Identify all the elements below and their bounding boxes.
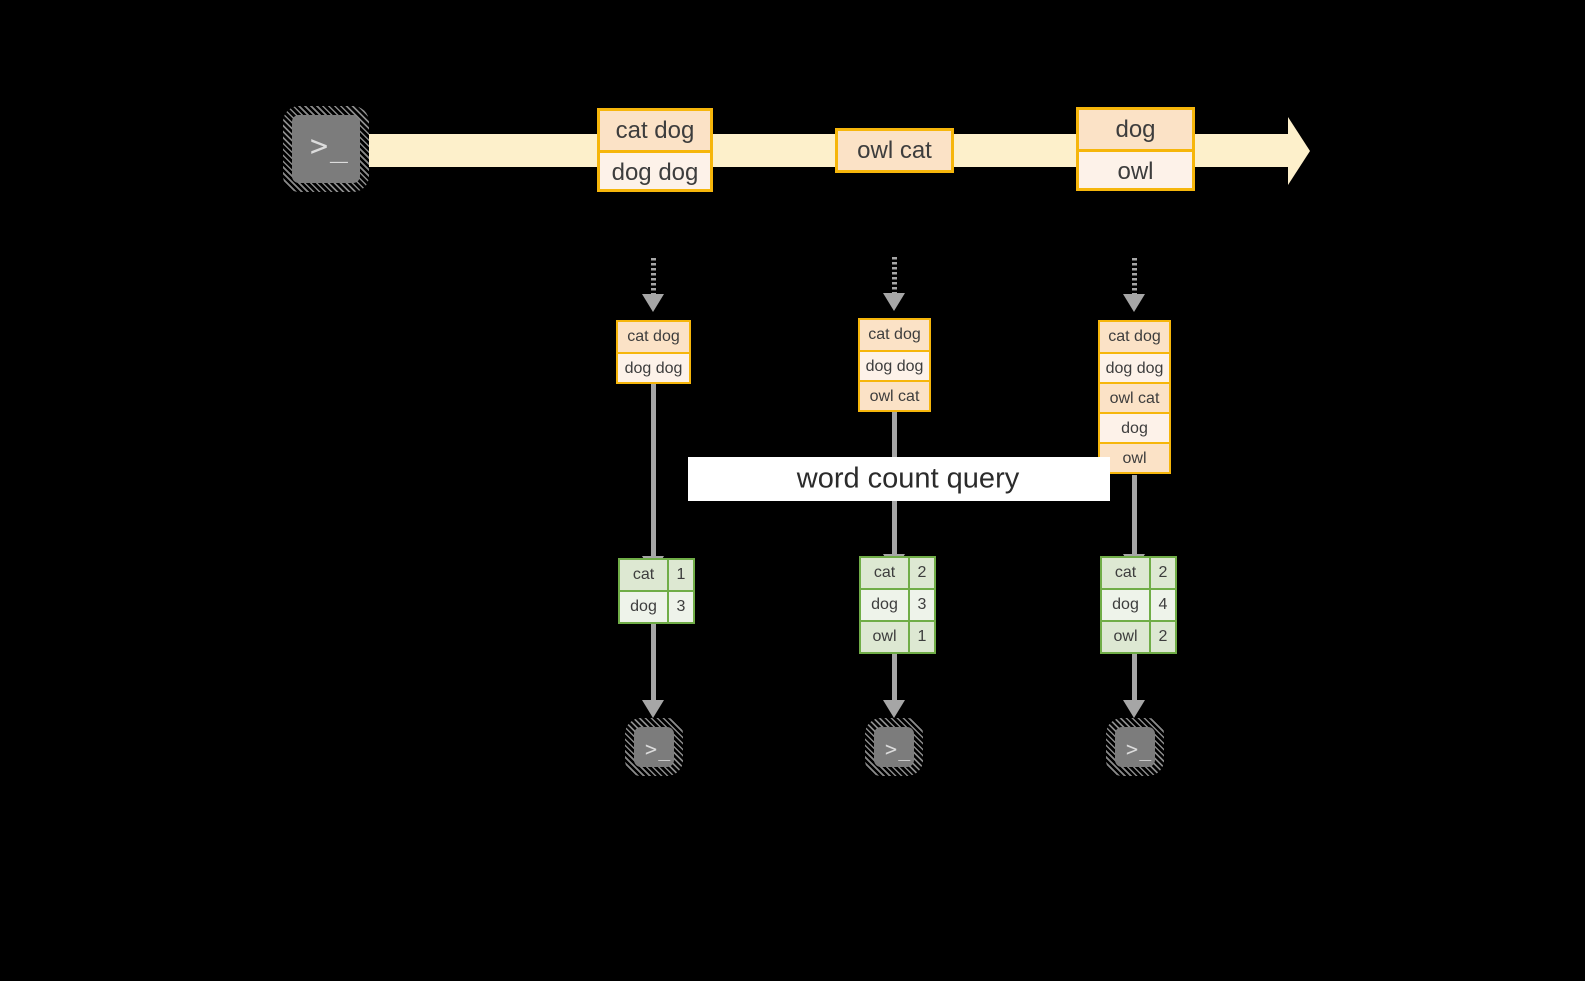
- result-count: 4: [1149, 590, 1175, 620]
- trigger-connector-line: [892, 257, 897, 301]
- sink-connector-line: [1132, 650, 1137, 712]
- stream-batch-line: cat dog: [600, 111, 710, 150]
- input-table-line: owl: [1100, 442, 1169, 472]
- result-count: 1: [667, 560, 693, 590]
- input-table-trigger-1: cat dog dog dog: [616, 320, 691, 384]
- sink-connector-line: [651, 620, 656, 712]
- terminal-body: [634, 727, 674, 767]
- result-row: dog 3: [861, 588, 934, 620]
- query-connector-line: [651, 382, 656, 574]
- result-table-trigger-3: cat 2 dog 4 owl 2: [1100, 556, 1177, 654]
- sink-connector-arrowhead-icon: [642, 700, 664, 718]
- result-word: owl: [861, 622, 908, 652]
- trigger-connector-arrowhead-icon: [1123, 294, 1145, 312]
- trigger-connector-line: [1132, 258, 1137, 302]
- sink-connector-arrowhead-icon: [1123, 700, 1145, 718]
- input-table-line: dog dog: [860, 350, 929, 380]
- result-count: 2: [1149, 558, 1175, 588]
- input-table-trigger-3: cat dog dog dog owl cat dog owl: [1098, 320, 1171, 474]
- input-table-trigger-2: cat dog dog dog owl cat: [858, 318, 931, 412]
- result-table-trigger-2: cat 2 dog 3 owl 1: [859, 556, 936, 654]
- result-row: cat 2: [1102, 558, 1175, 588]
- result-word: owl: [1102, 622, 1149, 652]
- terminal-body: [1115, 727, 1155, 767]
- input-table-line: cat dog: [618, 322, 689, 352]
- source-terminal-icon: >_: [283, 106, 369, 192]
- result-row: owl 2: [1102, 620, 1175, 652]
- trigger-connector-line: [651, 258, 656, 302]
- terminal-prompt-glyph: >_: [1126, 737, 1153, 761]
- query-banner-label: word count query: [796, 462, 1020, 495]
- stream-arrow-head-icon: [1288, 117, 1310, 185]
- stream-batch-line: owl cat: [838, 131, 951, 170]
- result-word: dog: [861, 590, 908, 620]
- input-table-line: cat dog: [1100, 322, 1169, 352]
- input-table-line: owl cat: [860, 380, 929, 410]
- query-banner: word count query: [688, 457, 1110, 501]
- stream-batch-block: cat dog dog dog: [597, 108, 713, 192]
- trigger-connector-arrowhead-icon: [883, 293, 905, 311]
- terminal-body: [292, 115, 360, 183]
- trigger-connector-arrowhead-icon: [642, 294, 664, 312]
- result-row: cat 2: [861, 558, 934, 588]
- result-row: cat 1: [620, 560, 693, 590]
- result-count: 1: [908, 622, 934, 652]
- sink-terminal-icon: >_: [625, 718, 683, 776]
- stream-batch-block: dog owl: [1076, 107, 1195, 191]
- input-table-line: dog: [1100, 412, 1169, 442]
- result-count: 3: [908, 590, 934, 620]
- result-row: owl 1: [861, 620, 934, 652]
- result-word: cat: [1102, 558, 1149, 588]
- input-table-line: cat dog: [860, 320, 929, 350]
- stream-batch-line: dog dog: [600, 150, 710, 189]
- sink-connector-line: [892, 650, 897, 712]
- stream-batch-block: owl cat: [835, 128, 954, 173]
- result-word: dog: [1102, 590, 1149, 620]
- result-table-trigger-1: cat 1 dog 3: [618, 558, 695, 624]
- input-table-line: dog dog: [618, 352, 689, 382]
- sink-terminal-icon: >_: [1106, 718, 1164, 776]
- result-row: dog 4: [1102, 588, 1175, 620]
- result-count: 3: [667, 592, 693, 622]
- result-count: 2: [1149, 622, 1175, 652]
- stream-batch-line: owl: [1079, 149, 1192, 188]
- result-word: cat: [861, 558, 908, 588]
- input-table-line: dog dog: [1100, 352, 1169, 382]
- terminal-prompt-glyph: >_: [645, 737, 672, 761]
- sink-terminal-icon: >_: [865, 718, 923, 776]
- terminal-prompt-glyph: >_: [310, 129, 350, 164]
- query-connector-line: [1132, 475, 1137, 573]
- stream-batch-line: dog: [1079, 110, 1192, 149]
- result-word: cat: [620, 560, 667, 590]
- result-word: dog: [620, 592, 667, 622]
- terminal-body: [874, 727, 914, 767]
- terminal-prompt-glyph: >_: [885, 737, 912, 761]
- result-row: dog 3: [620, 590, 693, 622]
- input-table-line: owl cat: [1100, 382, 1169, 412]
- result-count: 2: [908, 558, 934, 588]
- sink-connector-arrowhead-icon: [883, 700, 905, 718]
